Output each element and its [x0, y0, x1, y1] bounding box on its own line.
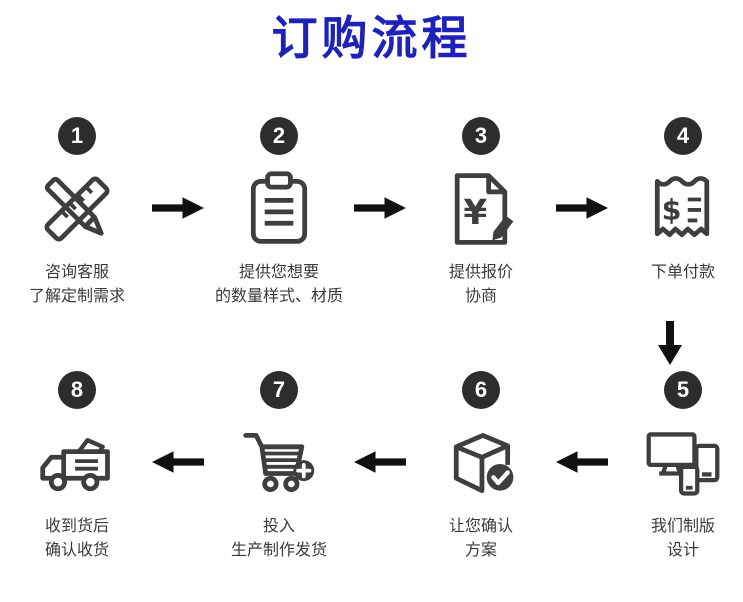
arrow-right-icon: [152, 195, 204, 221]
step-number-badge: 1: [58, 116, 96, 155]
step-label: 让您确认 方案: [448, 517, 513, 559]
pencil-ruler-icon: [36, 167, 118, 251]
top-row: 1 咨询客服 了解定制需求 2: [0, 116, 743, 309]
arrow-down-icon: [657, 320, 683, 365]
step-label: 投入 生产制作发货: [230, 517, 327, 559]
step-number-badge: 3: [462, 116, 500, 155]
arrow-right-icon: [354, 195, 406, 221]
step-label: 提供您想要 的数量样式、材质: [214, 263, 343, 305]
step-5: 5 我们制版 设计: [608, 370, 743, 563]
step-7: 7 投入 生产制作发货: [204, 370, 354, 563]
step-number-badge: 2: [260, 116, 298, 155]
step-6: 6 让您确认 方案: [406, 370, 556, 563]
receipt-icon: $: [642, 167, 724, 251]
bottom-row: 8 收到货后 确认收货 7: [0, 370, 743, 563]
arrow-left-icon: [354, 449, 406, 475]
design-devices-icon: [642, 421, 724, 505]
truck-icon: [36, 421, 118, 505]
down-arrow-row: [0, 320, 743, 365]
step-number-badge: 4: [664, 116, 702, 155]
step-4: 4 $ 下单付款: [608, 116, 743, 285]
step-1: 1 咨询客服 了解定制需求: [2, 116, 152, 309]
step-number-badge: 6: [462, 370, 500, 409]
step-label: 提供报价 协商: [448, 263, 513, 305]
quote-document-icon: ¥: [440, 167, 522, 251]
arrow-right-icon: [556, 195, 608, 221]
svg-text:¥: ¥: [463, 193, 487, 233]
step-2: 2 提供您想要 的数量样式、材质: [204, 116, 354, 309]
step-label: 我们制版 设计: [650, 517, 715, 559]
cart-icon: [238, 421, 320, 505]
arrow-left-icon: [152, 449, 204, 475]
step-label: 咨询客服 了解定制需求: [28, 263, 125, 305]
step-label: 收到货后 确认收货: [44, 517, 109, 559]
clipboard-icon: [238, 167, 320, 251]
step-number-badge: 5: [664, 370, 702, 409]
step-number-badge: 8: [58, 370, 96, 409]
arrow-left-icon: [556, 449, 608, 475]
step-label: 下单付款: [650, 263, 715, 281]
step-3: 3 ¥ 提供报价 协商: [406, 116, 556, 309]
step-8: 8 收到货后 确认收货: [2, 370, 152, 563]
svg-text:$: $: [662, 192, 682, 226]
step-number-badge: 7: [260, 370, 298, 409]
package-check-icon: [440, 421, 522, 505]
page-title: 订购流程: [271, 12, 472, 64]
